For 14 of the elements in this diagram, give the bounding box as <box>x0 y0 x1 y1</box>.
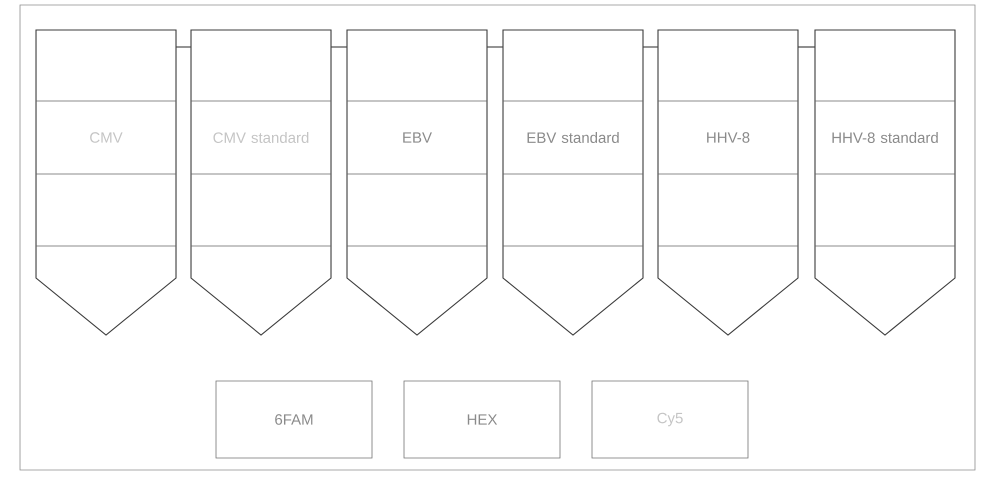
tube: EBV standard <box>502 29 644 336</box>
strip-bar <box>487 46 503 48</box>
label-box: Cy5 <box>592 380 748 458</box>
tube: CMV standard <box>190 29 332 336</box>
label-box: 6FAM <box>216 380 372 458</box>
strip-bar <box>798 46 815 48</box>
tube: CMV <box>35 29 177 336</box>
strip-bar <box>331 46 347 48</box>
strip-bar <box>643 46 658 48</box>
tube: HHV-8 standard <box>814 29 956 336</box>
tube: EBV <box>346 29 488 336</box>
tube: HHV-8 <box>657 29 799 336</box>
strip-bar <box>176 46 191 48</box>
label-box: HEX <box>404 380 560 458</box>
